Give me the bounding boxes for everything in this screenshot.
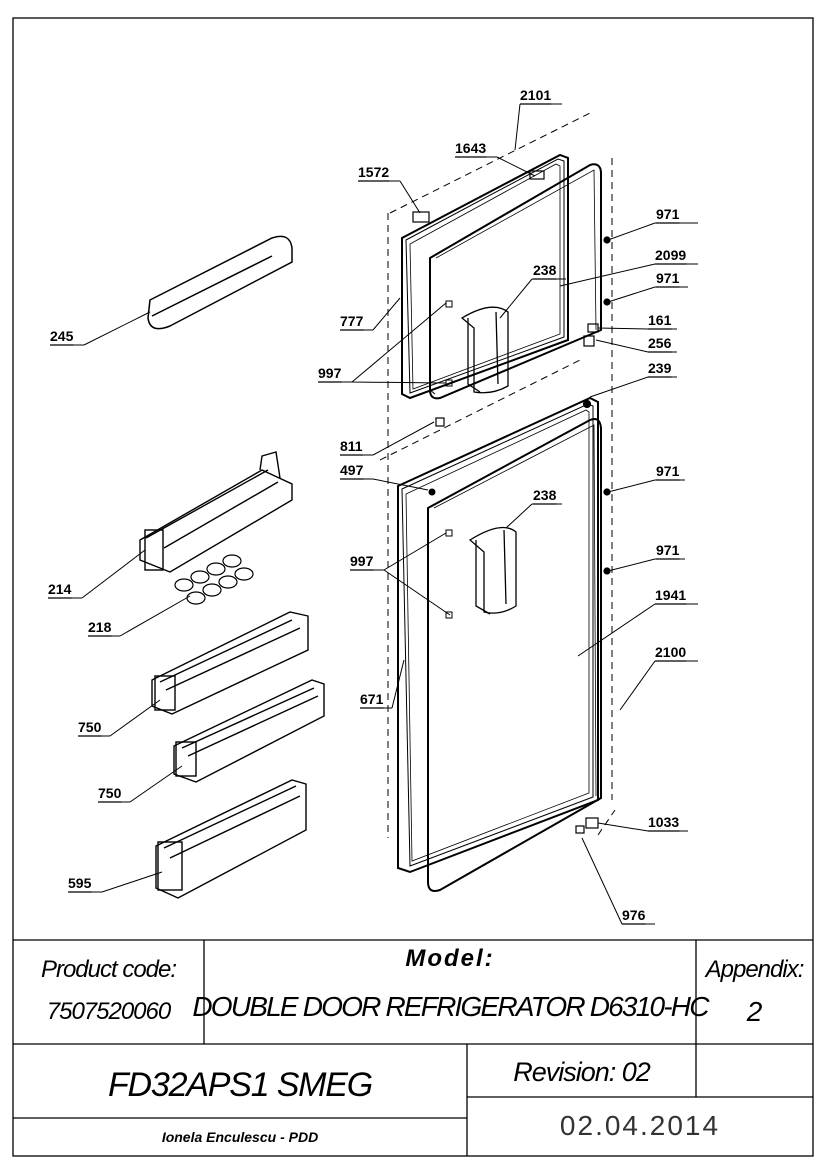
callout-2100: 2100	[655, 644, 686, 660]
callout-811: 811	[340, 438, 363, 454]
callout-1572: 1572	[358, 164, 389, 180]
callout-750-a: 750	[78, 719, 102, 735]
upper-door-gasket	[401, 153, 569, 400]
callout-971-d: 971	[656, 542, 680, 558]
assembly-guides	[379, 112, 616, 838]
callout-997-a: 997	[318, 365, 342, 381]
hinge-parts	[412, 170, 611, 575]
title-block-grid	[13, 939, 813, 1156]
callout-161: 161	[648, 312, 672, 328]
date: 02.04.2014	[559, 1110, 721, 1141]
callout-777: 777	[340, 313, 364, 329]
revision: Revision: 02	[513, 1056, 651, 1087]
sheet-border	[12, 17, 814, 1157]
product-code-value: 7507520060	[46, 998, 171, 1025]
product-code-label: Product code:	[40, 956, 177, 983]
model-label: Model:	[405, 945, 495, 972]
callout-1941: 1941	[655, 587, 686, 603]
callout-256: 256	[648, 335, 672, 351]
callout-245: 245	[50, 328, 74, 344]
appendix-label: Appendix:	[705, 956, 805, 983]
bottle-balcony-large	[155, 779, 307, 899]
top-shelf-cover	[147, 235, 293, 330]
appendix-value: 2	[746, 996, 763, 1027]
callout-671: 671	[360, 691, 384, 707]
callout-2101: 2101	[520, 87, 551, 103]
callout-214: 214	[48, 581, 72, 597]
lower-door-panel	[427, 418, 602, 892]
upper-door-handle	[460, 306, 509, 394]
bottle-balcony-2	[173, 679, 325, 783]
bottle-balcony-1	[151, 611, 309, 715]
callout-labels: 2101 1643 1572 971 2099 238 971 777 161 …	[48, 87, 687, 925]
egg-tray	[174, 554, 254, 605]
callout-238-a: 238	[533, 262, 557, 278]
callout-595: 595	[68, 875, 92, 891]
callout-238-b: 238	[533, 487, 557, 503]
callout-971-b: 971	[656, 270, 680, 286]
upper-door-panel	[429, 163, 602, 400]
callout-976: 976	[622, 907, 646, 923]
callout-971-c: 971	[656, 463, 680, 479]
callout-218: 218	[88, 619, 112, 635]
bottom-hinge-parts	[575, 817, 599, 834]
callout-971-a: 971	[656, 206, 680, 222]
callout-750-b: 750	[98, 785, 122, 801]
author: Ionela Enculescu - PDD	[161, 1129, 319, 1145]
product-name: FD32APS1 SMEG	[107, 1065, 373, 1104]
callout-239: 239	[648, 360, 672, 376]
callout-1643: 1643	[455, 140, 486, 156]
callout-2099: 2099	[655, 247, 686, 263]
callout-1033: 1033	[648, 814, 679, 830]
top-balcony	[139, 451, 293, 573]
callout-997-b: 997	[350, 553, 374, 569]
lower-door-handle	[468, 526, 517, 615]
model-value: DOUBLE DOOR REFRIGERATOR D6310-HC	[192, 991, 709, 1022]
callout-497: 497	[340, 462, 364, 478]
